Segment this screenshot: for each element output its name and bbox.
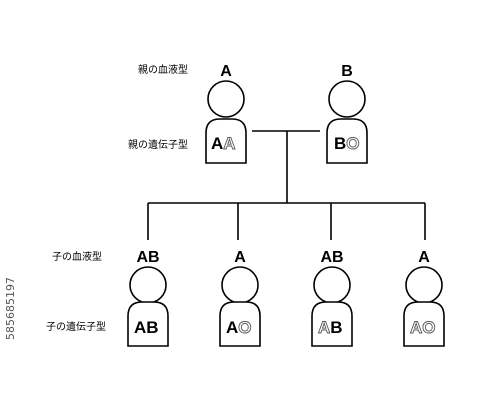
child-figure-1: AB AB (127, 249, 169, 347)
person-body (127, 301, 169, 347)
parent-2-blood-type: B (341, 63, 353, 80)
child-figure-3: AB AB (311, 249, 353, 347)
person-body (326, 118, 368, 164)
person-body (403, 301, 445, 347)
person-body (219, 301, 261, 347)
person-head (313, 266, 351, 304)
label-parent-genotype: 親の遺伝子型 (128, 138, 188, 151)
allele-1: A (410, 318, 422, 337)
label-parent-blood-type: 親の血液型 (138, 63, 188, 76)
allele-2: O (422, 318, 435, 337)
label-child-genotype: 子の遺伝子型 (46, 320, 106, 333)
child-2-genotype: AO (226, 318, 252, 337)
allele-1: A (211, 134, 223, 153)
child-2-blood-type: A (234, 249, 246, 266)
person-body (311, 301, 353, 347)
parent-figure-2: B BO (326, 63, 368, 164)
parent-figure-1: A AA (205, 63, 247, 164)
allele-1: B (334, 134, 346, 153)
person-body (205, 118, 247, 164)
person-head (221, 266, 259, 304)
allele-2: O (346, 134, 359, 153)
parent-1-blood-type: A (220, 63, 232, 80)
child-figure-2: A AO (219, 249, 261, 347)
person-head (405, 266, 443, 304)
person-head (129, 266, 167, 304)
child-3-blood-type: AB (320, 249, 343, 266)
child-4-genotype: AO (410, 318, 436, 337)
child-4-blood-type: A (418, 249, 430, 266)
label-child-blood-type: 子の血液型 (52, 250, 102, 263)
parent-1-genotype: AA (211, 134, 236, 153)
allele-1: A (226, 318, 238, 337)
child-figure-4: A AO (403, 249, 445, 347)
parent-2-genotype: BO (334, 134, 360, 153)
person-head (328, 80, 366, 118)
allele-1: A (318, 318, 330, 337)
child-3-genotype: AB (318, 318, 343, 337)
person-head (207, 80, 245, 118)
child-1-genotype: AB (134, 318, 159, 337)
watermark-id: 585685197 (4, 277, 17, 340)
allele-2: B (330, 318, 342, 337)
child-1-blood-type: AB (136, 249, 159, 266)
allele-1: A (134, 318, 146, 337)
allele-2: B (146, 318, 158, 337)
allele-2: O (238, 318, 251, 337)
allele-2: A (223, 134, 235, 153)
